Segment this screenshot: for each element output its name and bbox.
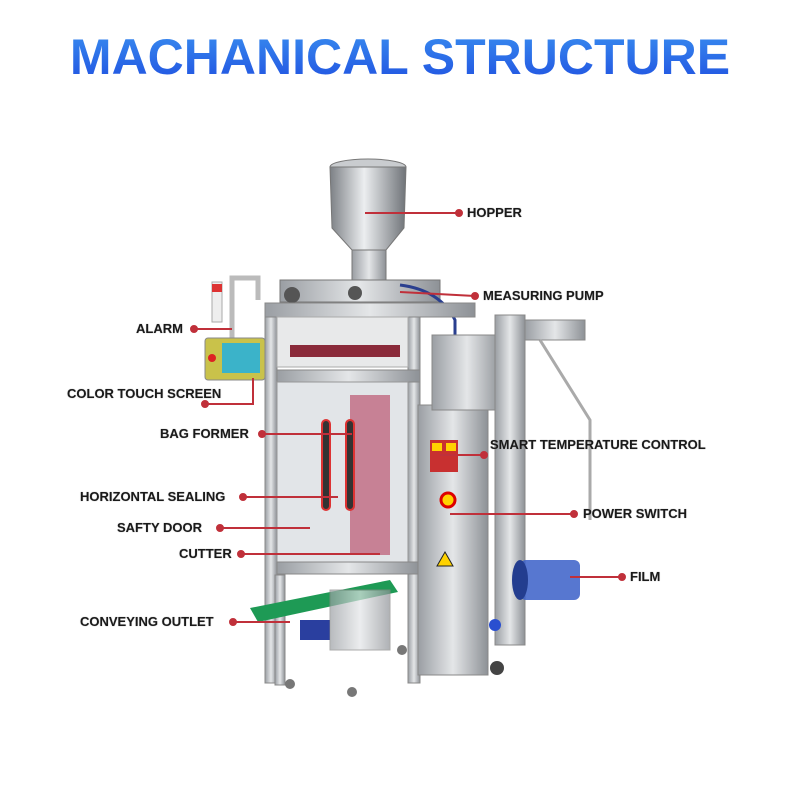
conveyor: [250, 580, 407, 697]
hopper: [329, 158, 407, 291]
label-cutter: CUTTER: [179, 546, 232, 561]
label-power-switch: POWER SWITCH: [583, 506, 687, 521]
label-conveying-outlet: CONVEYING OUTLET: [80, 614, 214, 629]
label-measuring-pump: MEASURING PUMP: [483, 288, 604, 303]
measuring-pump: [279, 279, 457, 340]
alarm-tower: [211, 275, 261, 340]
film-unit: [489, 314, 592, 675]
label-horizontal-sealing: HORIZONTAL SEALING: [80, 489, 226, 504]
page-title: MACHANICAL STRUCTURE: [0, 28, 800, 86]
label-alarm: ALARM: [136, 321, 183, 336]
label-film: FILM: [630, 569, 661, 584]
touch-screen-panel: [204, 337, 266, 381]
label-safty-door: SAFTY DOOR: [117, 520, 202, 535]
label-hopper: HOPPER: [467, 205, 522, 220]
label-color-touch-screen: COLOR TOUCH SCREEN: [67, 386, 222, 401]
leader-lines: [190, 209, 626, 626]
label-smart-temperature-control: SMART TEMPERATURE CONTROL: [490, 437, 706, 452]
label-bag-former: BAG FORMER: [160, 426, 249, 441]
control-cabinet: [417, 334, 503, 676]
main-frame: [264, 302, 476, 686]
